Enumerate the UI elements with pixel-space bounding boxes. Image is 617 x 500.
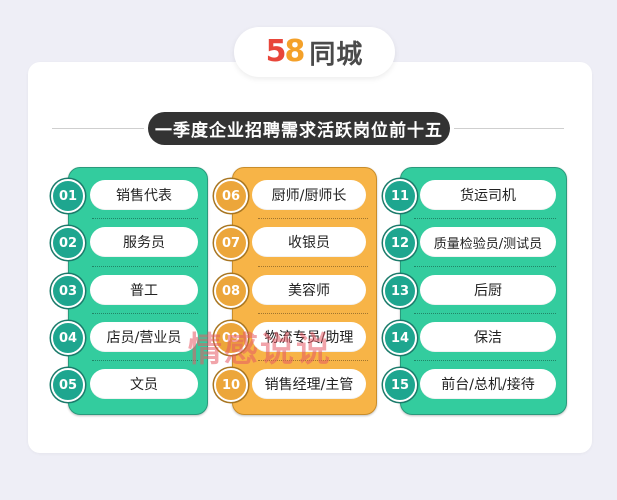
job-label: 保洁 bbox=[420, 322, 556, 352]
job-label: 后厨 bbox=[420, 275, 556, 305]
rank-badge: 14 bbox=[383, 321, 417, 355]
job-label: 销售代表 bbox=[90, 180, 198, 210]
logo-digit-5: 5 bbox=[265, 34, 287, 69]
row-divider bbox=[414, 313, 556, 314]
job-label: 服务员 bbox=[90, 227, 198, 257]
row-divider bbox=[414, 266, 556, 267]
rank-badge: 07 bbox=[214, 226, 248, 260]
job-label: 物流专员/助理 bbox=[252, 322, 366, 352]
row-divider bbox=[258, 266, 368, 267]
row-divider bbox=[92, 218, 198, 219]
rank-badge: 10 bbox=[214, 368, 248, 402]
job-label: 收银员 bbox=[252, 227, 366, 257]
rank-badge: 09 bbox=[214, 321, 248, 355]
rank-badge: 02 bbox=[51, 226, 85, 260]
rank-badge: 01 bbox=[51, 179, 85, 213]
job-label: 普工 bbox=[90, 275, 198, 305]
rank-badge: 08 bbox=[214, 274, 248, 308]
job-label: 厨师/厨师长 bbox=[252, 180, 366, 210]
job-label: 质量检验员/测试员 bbox=[420, 227, 556, 257]
page-title: 一季度企业招聘需求活跃岗位前十五 bbox=[148, 112, 450, 145]
logo-digit-8: 8 bbox=[284, 34, 305, 69]
row-divider bbox=[92, 360, 198, 361]
job-label: 前台/总机/接待 bbox=[420, 369, 556, 399]
title-divider-right bbox=[454, 128, 564, 129]
job-label: 货运司机 bbox=[420, 180, 556, 210]
logo-text: 同城 bbox=[309, 39, 364, 70]
title-divider-left bbox=[52, 128, 144, 129]
rank-badge: 15 bbox=[383, 368, 417, 402]
rank-badge: 04 bbox=[51, 321, 85, 355]
row-divider bbox=[414, 218, 556, 219]
rank-badge: 03 bbox=[51, 274, 85, 308]
rank-badge: 12 bbox=[383, 226, 417, 260]
row-divider bbox=[258, 360, 368, 361]
rank-badge: 11 bbox=[383, 179, 417, 213]
job-label: 店员/营业员 bbox=[90, 322, 198, 352]
row-divider bbox=[414, 360, 556, 361]
row-divider bbox=[258, 218, 368, 219]
row-divider bbox=[258, 313, 368, 314]
job-label: 美容师 bbox=[252, 275, 366, 305]
row-divider bbox=[92, 266, 198, 267]
job-label: 销售经理/主管 bbox=[252, 369, 366, 399]
rank-badge: 13 bbox=[383, 274, 417, 308]
row-divider bbox=[92, 313, 198, 314]
rank-badge: 05 bbox=[51, 368, 85, 402]
rank-badge: 06 bbox=[214, 179, 248, 213]
job-label: 文员 bbox=[90, 369, 198, 399]
